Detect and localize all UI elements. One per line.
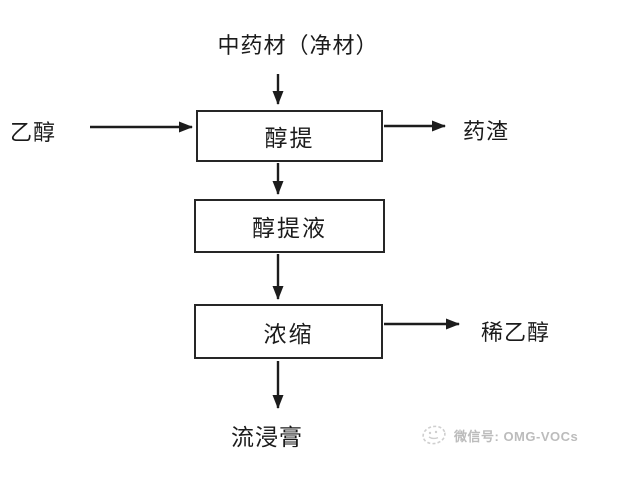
watermark-text: 微信号: OMG-VOCs bbox=[454, 428, 579, 444]
fluid-extract-output-label: 流浸膏 bbox=[231, 424, 303, 450]
process-box-label: 浓缩 bbox=[263, 320, 314, 347]
process-box-alcohol-extraction: 醇提 bbox=[196, 110, 383, 162]
dilute-ethanol-output-label: 稀乙醇 bbox=[481, 320, 551, 345]
process-box-label: 醇提 bbox=[264, 125, 315, 151]
source-material-label: 中药材（净材） bbox=[217, 33, 379, 58]
process-box-alcohol-extract-liquid: 醇提液 bbox=[194, 199, 385, 253]
watermark: 微信号: OMG-VOCs bbox=[421, 424, 578, 446]
process-box-concentration: 浓缩 bbox=[194, 304, 383, 359]
residue-output-label: 药渣 bbox=[463, 119, 510, 144]
ethanol-input-label: 乙醇 bbox=[10, 120, 57, 145]
process-box-label: 醇提液 bbox=[252, 215, 327, 241]
watermark-logo-icon bbox=[422, 425, 446, 445]
